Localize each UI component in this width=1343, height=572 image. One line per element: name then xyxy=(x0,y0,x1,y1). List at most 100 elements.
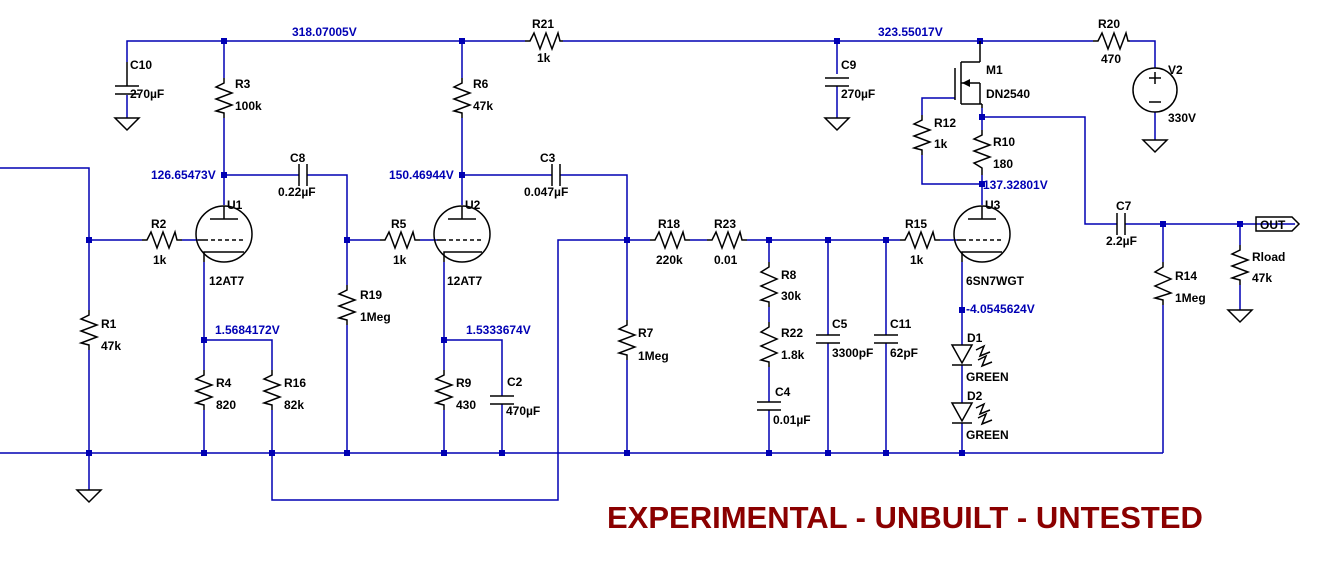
capacitor-c3 xyxy=(551,164,561,186)
ref-rload: Rload xyxy=(1252,250,1285,264)
value-r16: 82k xyxy=(284,398,304,412)
capacitor-c11 xyxy=(874,334,898,344)
value-r20: 470 xyxy=(1101,52,1121,66)
value-c5: 3300pF xyxy=(832,346,873,360)
ref-c4: C4 xyxy=(775,385,791,399)
capacitor-c8 xyxy=(298,164,308,186)
ref-c5: C5 xyxy=(832,317,848,331)
ref-m1: M1 xyxy=(986,63,1003,77)
resistor-r20 xyxy=(1093,30,1130,52)
value-r2: 1k xyxy=(153,253,167,267)
voltage-source-v2 xyxy=(1132,67,1178,113)
ref-r3: R3 xyxy=(235,77,251,91)
value-c10: 270µF xyxy=(130,87,164,101)
value-r22: 1.8k xyxy=(781,348,805,362)
ref-r14: R14 xyxy=(1175,269,1197,283)
led-d1 xyxy=(950,344,993,368)
junction-dots xyxy=(86,38,1243,456)
value-c7: 2.2µF xyxy=(1106,234,1137,248)
resistor-r4 xyxy=(193,370,215,410)
value-r1: 47k xyxy=(101,339,121,353)
resistor-r16 xyxy=(261,370,283,410)
ref-u3: U3 xyxy=(985,198,1001,212)
capacitors xyxy=(115,62,1126,411)
ref-r4: R4 xyxy=(216,376,232,390)
value-d2: GREEN xyxy=(966,428,1009,442)
ref-r6: R6 xyxy=(473,77,489,91)
value-c11: 62pF xyxy=(890,346,918,360)
ref-r18: R18 xyxy=(658,217,680,231)
resistor-r23 xyxy=(707,229,747,251)
resistor-r15 xyxy=(900,229,940,251)
value-r10: 180 xyxy=(993,157,1013,171)
warning-banner: EXPERIMENTAL - UNBUILT - UNTESTED xyxy=(607,500,1203,535)
ref-r10: R10 xyxy=(993,135,1015,149)
ref-r19: R19 xyxy=(360,288,382,302)
node-voltage-318: 318.07005V xyxy=(292,25,357,39)
value-u2: 12AT7 xyxy=(447,274,482,288)
capacitor-c7 xyxy=(1116,213,1126,235)
value-r8: 30k xyxy=(781,289,801,303)
node-voltage-labels: 318.07005V 323.55017V 126.65473V 150.469… xyxy=(151,25,1048,337)
resistor-r9 xyxy=(433,370,455,410)
value-r14: 1Meg xyxy=(1175,291,1206,305)
node-voltage-4054: -4.0545624V xyxy=(966,302,1035,316)
ref-r20: R20 xyxy=(1098,17,1120,31)
node-voltage-1533: 1.5333674V xyxy=(466,323,531,337)
resistor-r14 xyxy=(1152,262,1174,305)
resistor-r1 xyxy=(78,310,100,350)
resistor-r12 xyxy=(911,115,933,155)
capacitor-c2 xyxy=(490,395,514,405)
wires xyxy=(0,40,1295,501)
ref-r15: R15 xyxy=(905,217,927,231)
ref-r12: R12 xyxy=(934,116,956,130)
resistors xyxy=(78,30,1251,410)
value-r3: 100k xyxy=(235,99,262,113)
triode-u2 xyxy=(433,205,491,263)
value-r7: 1Meg xyxy=(638,349,669,363)
triode-u1 xyxy=(195,205,253,263)
value-r5: 1k xyxy=(393,253,407,267)
output-port-label: OUT xyxy=(1260,218,1286,232)
capacitor-c9 xyxy=(825,77,849,87)
ref-u2: U2 xyxy=(465,198,481,212)
value-r19: 1Meg xyxy=(360,310,391,324)
ref-c9: C9 xyxy=(841,58,857,72)
ref-c11: C11 xyxy=(890,317,912,331)
value-u1: 12AT7 xyxy=(209,274,244,288)
node-voltage-126: 126.65473V xyxy=(151,168,216,182)
value-m1: DN2540 xyxy=(986,87,1030,101)
value-r21: 1k xyxy=(537,51,551,65)
ref-v2: V2 xyxy=(1168,63,1183,77)
ref-c8: C8 xyxy=(290,151,306,165)
resistor-r18 xyxy=(650,229,690,251)
ref-c10: C10 xyxy=(130,58,152,72)
ref-r9: R9 xyxy=(456,376,472,390)
capacitor-c4 xyxy=(757,401,781,411)
value-r23: 0.01 xyxy=(714,253,738,267)
ref-r2: R2 xyxy=(151,217,167,231)
ref-r16: R16 xyxy=(284,376,306,390)
ref-r21: R21 xyxy=(532,17,554,31)
value-r9: 430 xyxy=(456,398,476,412)
value-r4: 820 xyxy=(216,398,236,412)
node-voltage-137: 137.32801V xyxy=(983,178,1048,192)
ref-r23: R23 xyxy=(714,217,736,231)
value-d1: GREEN xyxy=(966,370,1009,384)
resistor-r5 xyxy=(380,229,420,251)
ref-r1: R1 xyxy=(101,317,117,331)
resistor-r10 xyxy=(971,130,993,175)
triode-u3 xyxy=(953,205,1011,263)
node-voltage-150: 150.46944V xyxy=(389,168,454,182)
resistor-r8 xyxy=(758,262,779,307)
ref-r22: R22 xyxy=(781,326,803,340)
value-c2: 470µF xyxy=(506,404,540,418)
ground-symbols xyxy=(75,117,1254,504)
output-port: OUT xyxy=(1255,216,1301,232)
value-c9: 270µF xyxy=(841,87,875,101)
value-c3: 0.047µF xyxy=(524,185,568,199)
resistor-rload xyxy=(1229,245,1251,285)
value-r15: 1k xyxy=(910,253,924,267)
node-voltage-1568: 1.5684172V xyxy=(215,323,280,337)
